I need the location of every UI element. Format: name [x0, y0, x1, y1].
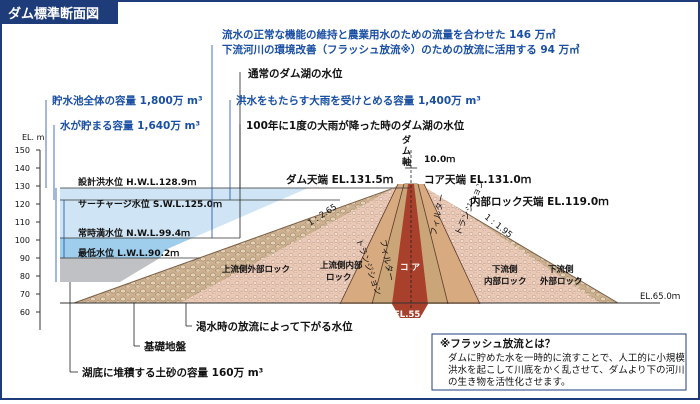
crest-width-label: 10.0ｍ — [424, 155, 455, 165]
axis-tick: 120 — [15, 200, 40, 209]
sediment-zone — [60, 258, 160, 282]
dam-axis-label-da: ダ — [402, 134, 411, 146]
callout-flood-capacity: 洪水をもたらす大雨を受けとめる容量 1,400万 m³ — [236, 94, 481, 107]
page-title: ダム標準断面図 — [8, 6, 99, 22]
note-line-2: 洪水を起こして川底をかく乱させて、ダムより下の河川 — [448, 364, 685, 376]
riverbed-elevation-label: EL.65.0ｍ — [640, 292, 680, 302]
zone-downstream-outer-2: 外部ロック — [539, 276, 583, 287]
callout-effective-capacity: 水が貯まる容量 1,640万 m³ — [59, 119, 200, 132]
flush-note-box: ※フラッシュ放流とは？ ダムに貯めた水を一時的に流すことで、人工的に小規模 洪水… — [431, 333, 687, 391]
zone-downstream-outer-1: 下流側 — [548, 264, 574, 275]
axis-tick-label: 110 — [15, 218, 30, 227]
axis-tick-label: 70 — [20, 290, 30, 299]
axis-tick: 130 — [15, 182, 40, 191]
callout-flushing: 下流河川の環境改善（フラッシュ放流※）のための放流に活用する 94 万㎥ — [222, 43, 580, 56]
zone-upstream-inner-2: ロック — [326, 272, 352, 283]
axis-ticks: 150 140 130 120 110 100 90 80 70 60 — [15, 146, 40, 317]
axis-tick-label: 80 — [20, 272, 30, 281]
normal-water — [60, 238, 192, 258]
crest-elevation-label: ダム天端 EL.131.5ｍ — [286, 173, 393, 186]
zone-core: コ ア — [400, 263, 420, 273]
hwl-label: 設計洪水位 H.W.L.128.9ｍ — [78, 176, 196, 188]
axis-tick-label: 100 — [15, 236, 30, 245]
surcharge-water — [60, 188, 308, 250]
dam-axis-label-jiku: 軸 — [402, 156, 411, 168]
downstream-filter — [414, 184, 448, 304]
axis-tick: 80 — [20, 272, 40, 281]
lwl-label: 最低水位 L.W.L.90.2ｍ — [78, 247, 179, 259]
core-zone — [392, 184, 428, 318]
zone-downstream-inner-1: 下流側 — [492, 264, 518, 275]
axis-tick-label: 90 — [20, 254, 30, 263]
axis-title: EL. m — [22, 133, 45, 142]
zone-upstream-inner-1: 上流側内部 — [320, 260, 363, 271]
axis-tick: 150 — [15, 146, 40, 155]
note-line-1: ダムに貯めた水を一時的に流すことで、人工的に小規模 — [448, 352, 685, 364]
axis-tick: 60 — [20, 308, 40, 317]
callout-total-capacity: 貯水池全体の容量 1,800万 m³ — [52, 94, 203, 107]
base-elevation-label: EL.55.0ｍ — [394, 310, 438, 320]
downstream-transition — [418, 184, 480, 304]
axis-tick-label: 120 — [15, 200, 30, 209]
callout-hundred-year-level: 100年に1度の大雨が降った時のダム湖の水位 — [246, 119, 465, 132]
axis-tick: 70 — [20, 290, 40, 299]
axis-tick: 90 — [20, 254, 40, 263]
axis-tick-label: 140 — [15, 164, 30, 173]
zone-downstream-inner-2: 内部ロック — [484, 276, 527, 287]
axis-tick-label: 130 — [15, 182, 30, 191]
callout-drought-level: 渇水時の放流によって下がる水位 — [196, 320, 353, 333]
dam-axis-label-mu: ム — [402, 146, 411, 157]
axis-tick-label: 60 — [20, 308, 30, 317]
title-tab — [2, 2, 118, 24]
zone-upstream-outer-rock: 上流側外部ロック — [222, 264, 290, 275]
upstream-filter — [372, 184, 408, 304]
nwl-label: 常時満水位 N.W.L.99.4ｍ — [78, 227, 190, 239]
callout-foundation: 基礎地盤 — [143, 340, 186, 353]
axis-tick: 100 — [15, 236, 40, 245]
callout-sediment-capacity: 湖底に堆積する土砂の容量 160万 m³ — [82, 366, 264, 379]
note-line-3: の生き物を活性化させます。 — [448, 376, 571, 388]
callout-normal-water-level: 通常のダム湖の水位 — [248, 67, 343, 80]
inner-rock-top-label: 内部ロック天端 EL.119.0ｍ — [470, 195, 609, 208]
axis-tick: 140 — [15, 164, 40, 173]
axis-tick: 110 — [15, 218, 40, 227]
callout-normal-flow: 流水の正常な機能の維持と農業用水のための流量を合わせた 146 万㎥ — [222, 28, 556, 41]
upstream-inner-rock — [180, 184, 400, 304]
upstream-transition — [340, 184, 404, 304]
axis-tick-label: 150 — [15, 146, 30, 155]
note-heading: ※フラッシュ放流とは？ — [440, 337, 555, 350]
core-top-label: コア天端 EL.131.0ｍ — [424, 173, 531, 186]
swl-label: サーチャージ水位 S.W.L.125.0ｍ — [78, 198, 222, 210]
